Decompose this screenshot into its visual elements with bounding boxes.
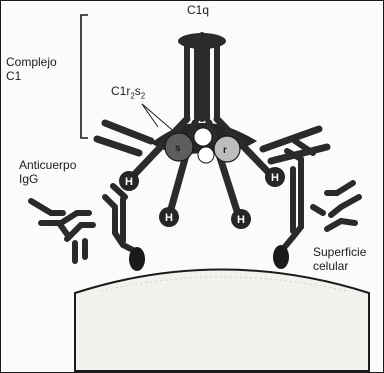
c1r2s2-label: C1r2s2: [111, 84, 145, 103]
cell-surface: [75, 270, 369, 372]
anticuerpo-igg-label: Anticuerpo IgG: [19, 158, 76, 186]
c1q-label: C1q: [187, 3, 209, 17]
c1r2s2-pointer-1: [142, 104, 177, 134]
anticuerpo-line1: Anticuerpo: [19, 158, 76, 172]
superficie-line1: Superficie: [313, 245, 366, 259]
c1r-domain: [214, 136, 240, 162]
igg-antibody-right: [313, 183, 359, 229]
complejo-line2: C1: [6, 69, 57, 83]
anticuerpo-line2: IgG: [19, 172, 76, 186]
complejo-line1: Complejo: [6, 55, 57, 69]
complejo-bracket: [81, 15, 88, 138]
igg-antibody-left: [31, 201, 93, 261]
head-h-1-label: H: [125, 176, 133, 188]
c1r2s2-top-domain: [194, 128, 212, 146]
superficie-line2: celular: [313, 259, 366, 273]
c1r2s2-base: C1r: [111, 84, 130, 98]
head-h-2-label: H: [165, 212, 173, 224]
c1r2s2-sub2: 2: [141, 91, 145, 100]
superficie-celular-label: Superficie celular: [313, 245, 366, 273]
fc-region-left: [129, 247, 145, 271]
complejo-c1-label: Complejo C1: [6, 55, 57, 83]
domain-r-label: r: [223, 145, 227, 156]
head-h-3-label: H: [237, 214, 245, 226]
fc-region-right: [273, 245, 289, 269]
c1q-top: [178, 33, 226, 49]
head-h-4-label: H: [271, 172, 279, 184]
domain-s-label: s: [175, 143, 181, 154]
c1r2s2-small-domain: [198, 147, 214, 163]
igg-antibody-bound-left: [105, 186, 135, 251]
